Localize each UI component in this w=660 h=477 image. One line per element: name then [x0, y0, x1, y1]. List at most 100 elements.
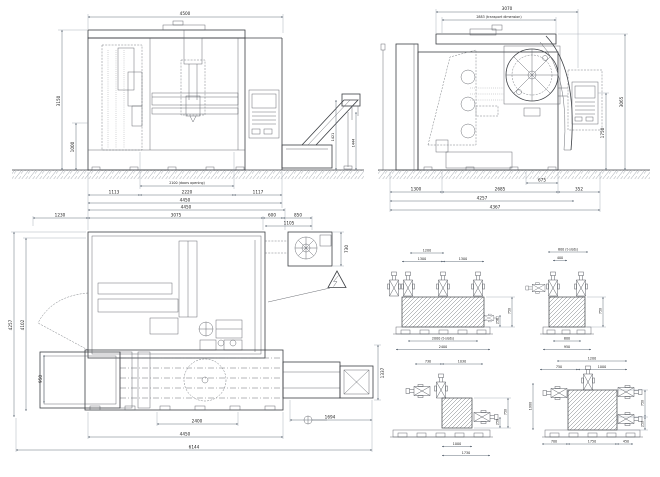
dim-conveyor-discharge-height: 1444 [352, 139, 356, 147]
dim-f1-span-right: 1300 [459, 257, 467, 261]
anchor-bolt [546, 271, 560, 297]
foundation-detail-1: 1200 1300 1300 750 250 2000 (t-slots) 24… [387, 248, 515, 351]
front-machine-outline [87, 20, 361, 171]
dim-f4-plate: 250 [640, 421, 644, 427]
dim-front-seg1: 1113 [109, 190, 120, 195]
dim-f1-slot-span: 2000 (t-slots) [432, 336, 454, 340]
anchor-bolt [387, 271, 401, 297]
dim-f4-base-left: 700 [551, 439, 557, 443]
anchor-bolt [436, 271, 450, 297]
foundation-detail-3: 730 1030 750 250 1000 1730 [390, 359, 511, 457]
plan-view: 4450 1230 3075 600 850 1105 730 4257 410… [8, 205, 385, 452]
dim-f3-depth: 750 [503, 409, 507, 415]
dim-plan-conveyor-ext: 1694 [325, 415, 336, 420]
dim-plan-bed-width: 2400 [192, 419, 203, 424]
turret-disc [503, 45, 561, 117]
dim-plan-seg3: 600 [268, 213, 276, 218]
anchor-bolt [525, 282, 546, 294]
dim-f2-slot-span: 800 (t-slots) [558, 247, 578, 251]
dim-f4-top-width: 1200 [588, 356, 596, 360]
foundation-block [401, 296, 485, 328]
front-elevation-view: 4500 3150 1000 2100 (doors opening) 1113… [12, 11, 364, 208]
dim-side-chute: 675 [538, 178, 546, 183]
dim-front-base-width: 4450 [180, 198, 191, 203]
plan-dimensions: 4450 1230 3075 600 850 1105 730 4257 410… [8, 205, 385, 452]
dim-plan-seg1: 1230 [55, 213, 66, 218]
foundation-block [567, 389, 618, 431]
dim-f4-depth: 750 [640, 400, 644, 406]
foundation-detail-4: 1200 750 1000 1000 750 250 [528, 356, 648, 445]
dim-f3-base: 1730 [462, 451, 470, 455]
anchor-bolt [542, 386, 568, 400]
dim-f2-width: 800 [564, 336, 570, 340]
anchor-bolt [617, 385, 643, 399]
dim-f4-base-right: 450 [623, 439, 629, 443]
dim-f1-span-left: 1300 [418, 257, 426, 261]
front-dimensions: 4500 3150 1000 2100 (doors opening) 1113… [56, 11, 357, 208]
dim-f3-pitch-right: 1030 [458, 359, 466, 363]
dim-side-height: 3065 [619, 96, 624, 107]
dim-f3-plate: 250 [495, 419, 499, 425]
dim-front-seg3: 1117 [253, 190, 264, 195]
dim-f2-depth: 750 [598, 308, 602, 314]
dim-plan-base-width: 4450 [180, 432, 191, 437]
dim-f4-pitch-right: 1000 [598, 365, 606, 369]
dim-f4-depth-left: 1000 [528, 402, 532, 410]
chip-conveyor-front [281, 93, 361, 170]
anchor-bolt [434, 373, 448, 399]
anchor-bolt [471, 271, 485, 297]
dim-f1-plate: 250 [495, 318, 499, 324]
dim-f4-pitch-left: 750 [556, 365, 562, 369]
dim-f1-depth: 750 [507, 308, 511, 314]
side-machine-outline [380, 24, 603, 171]
turntable-circle [183, 358, 227, 402]
dim-side-base-width: 4367 [490, 205, 501, 210]
dim-plan-top-width: 4450 [181, 205, 192, 210]
dim-plan-seg2: 3075 [171, 213, 182, 218]
foundation-block [548, 296, 586, 328]
anchor-bolt [401, 271, 415, 297]
dim-plan-depth-inner: 4102 [20, 319, 25, 330]
warning-triangle-icon [267, 270, 347, 303]
dim-f4-base-mid: 1750 [588, 439, 596, 443]
side-elevation-view: 3070 2883 (transport dimension) 3065 175… [378, 6, 650, 212]
foundation-block [441, 397, 473, 429]
pendant-panel [558, 69, 603, 131]
dim-plan-fan-depth: 730 [344, 245, 349, 253]
dim-plan-depth-outer: 4257 [8, 319, 13, 330]
dim-front-lower-height: 1000 [70, 141, 75, 152]
anchor-bolt [617, 412, 643, 426]
dim-front-seg2: 2220 [182, 190, 193, 195]
plan-machine [37, 231, 374, 425]
side-dimensions: 3070 2883 (transport dimension) 3065 175… [389, 6, 628, 212]
dim-f2-pitch: 400 [557, 256, 563, 260]
dim-f2-base: 950 [564, 345, 570, 349]
dim-front-doors-opening: 2100 (doors opening) [169, 181, 205, 185]
foundation-detail-2: 800 (t-slots) 400 750 800 950 [525, 247, 606, 351]
dim-side-panel-height: 1750 [600, 127, 605, 138]
cooling-unit [265, 231, 333, 267]
door-swing-arc [37, 292, 89, 324]
dim-plan-total-width: 6144 [189, 445, 200, 450]
foundation-details: 1200 1300 1300 750 250 2000 (t-slots) 24… [387, 247, 648, 457]
dim-plan-platform-depth: 950 [38, 375, 43, 383]
dim-f3-width: 1000 [453, 442, 461, 446]
dim-plan-fan-width: 1105 [284, 221, 295, 226]
anchor-bolt [574, 271, 588, 297]
dim-side-seg1: 1300 [411, 187, 422, 192]
dim-side-seg3: 352 [575, 187, 583, 192]
dim-f1-pitch: 1200 [423, 248, 431, 252]
anchor-bolt [405, 384, 431, 398]
dim-side-seg2: 2685 [495, 187, 506, 192]
dim-side-top-width: 3070 [502, 6, 513, 11]
dim-side-mid-width: 4257 [477, 196, 488, 201]
cnc-panel [248, 89, 280, 139]
dim-plan-seg4: 850 [294, 213, 302, 218]
dim-side-transport-width: 2883 (transport dimension) [476, 15, 521, 19]
dim-f1-base: 2400 [439, 345, 447, 349]
dim-conveyor-height: 1421 [331, 133, 335, 141]
dim-front-height: 3150 [56, 95, 61, 106]
dim-front-top-width: 4500 [180, 11, 191, 16]
